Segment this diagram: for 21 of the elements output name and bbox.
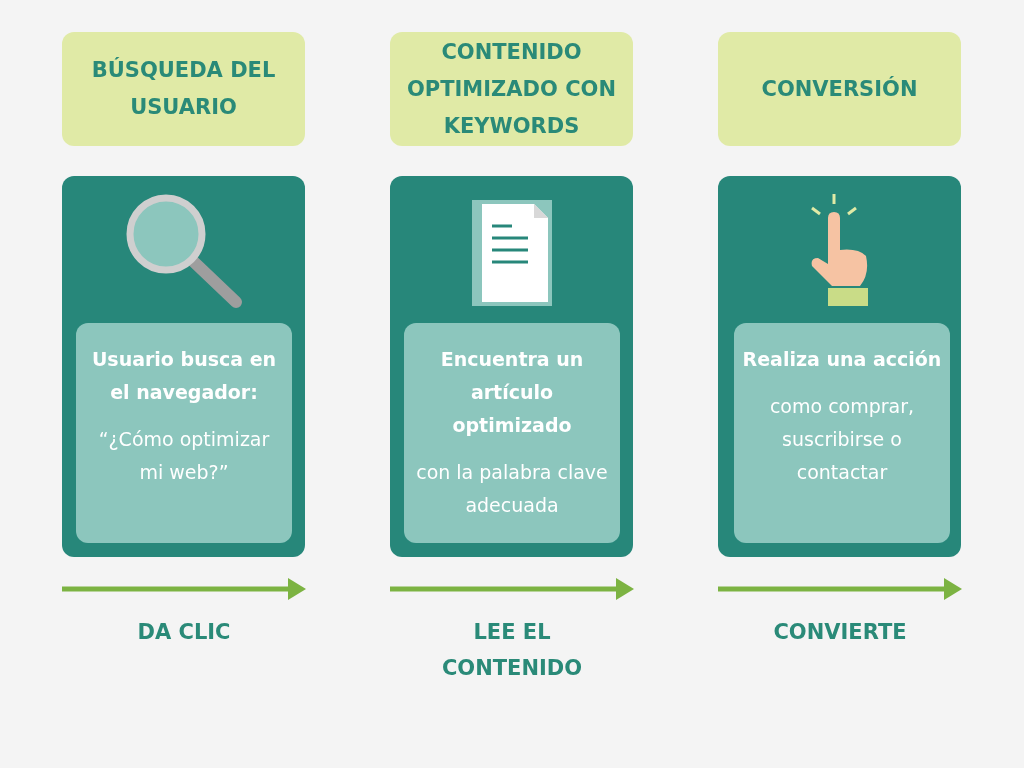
stage-title: CONVERSIÓN — [761, 75, 918, 103]
stage-card — [390, 176, 633, 557]
description-text: con la palabra clave adecuada — [415, 460, 609, 518]
stage-title: BÚSQUEDA DEL USUARIO — [90, 56, 277, 121]
description-box — [404, 323, 620, 543]
description-box — [76, 323, 292, 543]
step-label: DA CLIC — [136, 619, 232, 646]
stage-header-box — [62, 32, 305, 146]
step-label: LEE EL CONTENIDO — [440, 619, 584, 682]
description-text: “¿Cómo optimizar mi web?” — [97, 427, 271, 485]
description-heading: Usuario busca en el navegador: — [90, 347, 278, 405]
description-box — [734, 323, 950, 543]
stage-header-box — [390, 32, 633, 146]
description-heading: Encuentra un artículo optimizado — [439, 347, 585, 438]
stage-header-box — [718, 32, 961, 146]
description-heading: Realiza una acción — [742, 347, 942, 372]
stage-title: CONTENIDO OPTIMIZADO CON KEYWORDS — [406, 38, 617, 140]
step-label: CONVIERTE — [772, 619, 908, 646]
stage-card — [718, 176, 961, 557]
stage-card — [62, 176, 305, 557]
description-text: como comprar, suscribirse o contactar — [768, 394, 916, 485]
